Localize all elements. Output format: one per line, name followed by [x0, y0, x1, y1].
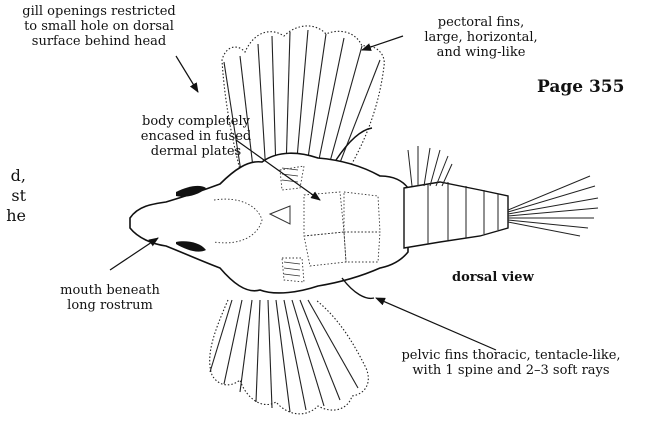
label-body-line-2: encased in fused — [118, 129, 274, 144]
view-label: dorsal view — [452, 270, 534, 285]
label-body-line-3: dermal plates — [118, 144, 274, 159]
label-pelvic-line-2: with 1 spine and 2–3 soft rays — [376, 363, 646, 378]
label-body-line-1: body completely — [118, 114, 274, 129]
label-gill-line-2: to small hole on dorsal — [2, 19, 196, 34]
arrow-pectoral — [362, 36, 403, 50]
label-pelvic-line-1: pelvic fins thoracic, tentacle-like, — [376, 348, 646, 363]
truncated-text: d, st he — [0, 166, 26, 226]
truncated-line-1: d, — [0, 166, 26, 186]
label-body-plates: body completely encased in fused dermal … — [118, 114, 274, 159]
arrow-mouth — [110, 238, 158, 270]
arrow-pelvic — [376, 298, 496, 350]
label-pectoral-line-3: and wing-like — [406, 45, 556, 60]
arrow-gill — [176, 56, 198, 92]
label-pectoral-line-2: large, horizontal, — [406, 30, 556, 45]
label-pectoral-line-1: pectoral fins, — [406, 15, 556, 30]
label-mouth-line-1: mouth beneath — [48, 283, 172, 298]
label-gill-line-1: gill openings restricted — [2, 4, 196, 19]
truncated-line-2: st — [0, 186, 26, 206]
label-pelvic-fins: pelvic fins thoracic, tentacle-like, wit… — [376, 348, 646, 378]
label-mouth-line-2: long rostrum — [48, 298, 172, 313]
fish-tail — [404, 146, 598, 248]
label-mouth: mouth beneath long rostrum — [48, 283, 172, 313]
label-pectoral-fins: pectoral fins, large, horizontal, and wi… — [406, 15, 556, 60]
label-gill-openings: gill openings restricted to small hole o… — [2, 4, 196, 49]
pectoral-fin-lower — [210, 300, 369, 414]
label-gill-line-3: surface behind head — [2, 34, 196, 49]
page-number: Page 355 — [537, 77, 624, 97]
truncated-line-3: he — [0, 206, 26, 226]
